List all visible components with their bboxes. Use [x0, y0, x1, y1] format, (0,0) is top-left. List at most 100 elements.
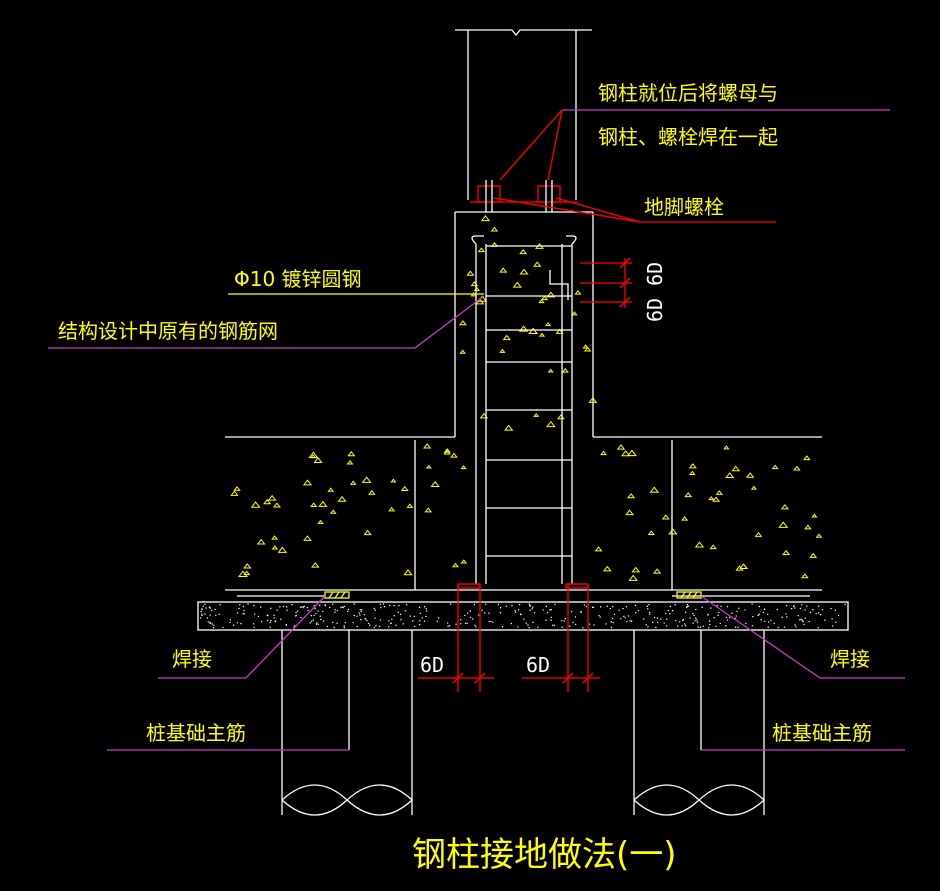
aggregate-speck	[368, 489, 376, 495]
cushion-dot	[409, 615, 411, 617]
cushion-dot	[320, 618, 322, 621]
cushion-dot	[528, 603, 531, 605]
cushion-dot	[546, 612, 549, 614]
cushion-dot	[804, 609, 806, 611]
cushion-dot	[253, 613, 256, 615]
cushion-dot	[523, 618, 525, 620]
cushion-dot	[665, 625, 668, 627]
cushion-dot	[466, 622, 468, 624]
cushion-dot	[310, 620, 313, 622]
cushion-dot	[837, 614, 840, 617]
cushion-dot	[472, 618, 474, 620]
foundation-rebar-mesh	[414, 440, 673, 590]
aggregate-speck	[668, 528, 678, 535]
pile-rebar-label-left: 桩基础主筋	[146, 721, 246, 745]
cushion-dot	[812, 609, 814, 611]
aggregate-speck	[390, 478, 397, 483]
cushion-dot	[301, 606, 303, 608]
cushion-dot	[340, 606, 342, 609]
cushion-dot	[629, 620, 631, 622]
cushion-dot	[204, 603, 206, 606]
cushion-dot	[598, 614, 600, 617]
cushion-dot	[798, 619, 801, 621]
aggregate-speck	[588, 397, 598, 403]
cushion-dot	[209, 622, 212, 624]
cushion-dot	[484, 612, 486, 614]
cushion-dot	[675, 619, 677, 622]
cushion-dot	[588, 623, 591, 625]
cushion-dot	[550, 608, 552, 611]
aggregate-speck	[809, 552, 818, 558]
leader-lines	[48, 109, 905, 751]
aggregate-speck	[425, 464, 432, 469]
cushion-dot	[236, 612, 239, 614]
anchor-bolt-label: 地脚螺栓	[644, 195, 724, 219]
cushion-dot	[801, 619, 803, 621]
aggregate-speck	[556, 414, 565, 420]
aggregate-speck	[480, 215, 491, 222]
cushion-dot	[285, 606, 288, 608]
cushion-dot	[387, 626, 390, 628]
aggregate-speck	[546, 291, 556, 298]
cushion-dot	[312, 619, 315, 621]
cushion-dot	[696, 621, 699, 623]
cushion-dot	[751, 603, 753, 605]
aggregate-speck	[694, 541, 705, 548]
cushion-dot	[353, 603, 355, 605]
cushion-dot	[205, 607, 207, 609]
cushion-dot	[475, 626, 477, 628]
cushion-dot	[676, 625, 679, 627]
cushion-dot	[529, 609, 531, 611]
cushion-dot	[752, 615, 754, 618]
cushion-dot	[242, 612, 244, 615]
aggregate-speck	[712, 496, 721, 502]
aggregate-speck	[519, 248, 528, 255]
cushion-dot	[735, 615, 737, 617]
cushion-dot	[808, 620, 810, 623]
aggregate-speck	[584, 346, 592, 352]
cushion-dot	[719, 622, 721, 625]
aggregate-speck	[600, 450, 607, 456]
cushion-dot	[373, 607, 375, 610]
cushion-dot	[286, 609, 288, 611]
cushion-dot	[300, 616, 302, 619]
cushion-dot	[270, 607, 272, 610]
cushion-dot	[783, 626, 786, 628]
cushion-dot	[347, 608, 350, 611]
cushion-dot	[716, 604, 718, 607]
cushion-dot	[222, 626, 224, 629]
aggregate-speck	[303, 535, 312, 541]
aggregate-speck	[311, 562, 320, 568]
cushion-dot	[273, 617, 275, 619]
aggregate-speck	[460, 465, 467, 470]
cushion-dot	[599, 606, 602, 608]
cushion-dot	[341, 606, 344, 608]
cushion-dot	[285, 624, 288, 627]
aggregate-speck	[473, 286, 481, 292]
aggregate-speck	[631, 566, 641, 573]
cushion-dot	[253, 604, 255, 607]
cushion-dot	[331, 621, 334, 624]
cushion-dot	[374, 617, 376, 619]
aggregate-speck	[594, 546, 603, 552]
cushion-dot	[713, 617, 715, 619]
cushion-dot	[637, 609, 640, 612]
cushion-dot	[309, 622, 311, 624]
aggregate-speck	[715, 490, 723, 495]
cushion-dot	[751, 625, 754, 627]
cushion-dot	[563, 620, 565, 622]
aggregate-speck	[318, 500, 328, 507]
cushion-dot	[736, 610, 738, 613]
aggregate-speck	[443, 449, 451, 455]
cushion-dot	[618, 609, 620, 611]
aggregate-speck	[778, 521, 789, 528]
cushion-dot	[610, 621, 612, 623]
cushion-dot	[269, 626, 271, 628]
cushion-dot	[315, 612, 317, 615]
aggregate-speck	[443, 448, 451, 453]
cushion-dot	[720, 605, 722, 607]
cushion-dot	[561, 620, 563, 622]
cushion-dot	[388, 604, 391, 607]
cushion-dot	[715, 625, 717, 628]
